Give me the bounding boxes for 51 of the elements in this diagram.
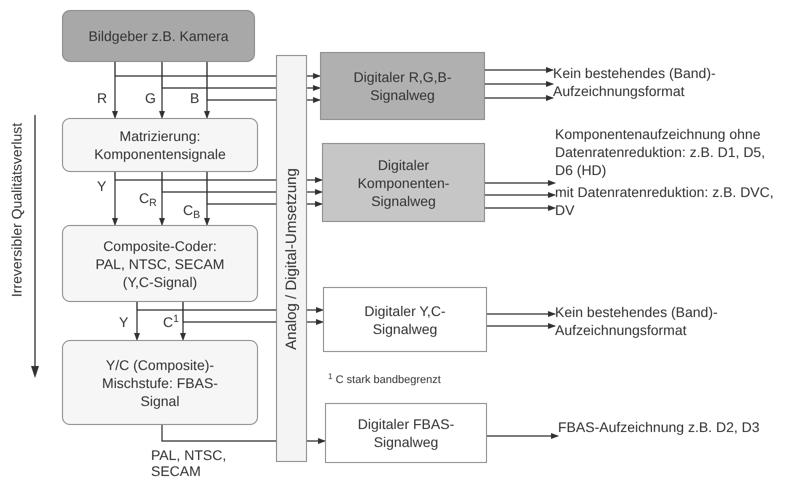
converter-bar xyxy=(276,55,307,462)
output-text: Kein bestehendes (Band)- Aufzeichnungsformat xyxy=(555,303,719,339)
process-box xyxy=(320,52,485,120)
output-text: FBAS-Aufzeichnung z.B. D2, D3 xyxy=(558,418,761,436)
connector-arrow xyxy=(485,95,554,101)
edge-label: C$^{1}$ xyxy=(162,314,180,330)
box-label: Digitaler Komponenten- Signalweg xyxy=(356,156,450,210)
edge-label: R xyxy=(96,90,108,106)
connector-arrow xyxy=(485,81,554,87)
connector-arrow xyxy=(307,201,323,207)
connector-arrow xyxy=(487,311,556,317)
output-text: Kein bestehendes (Band)- Aufzeichnungsformat xyxy=(553,64,717,100)
connector-arrow xyxy=(307,307,324,313)
box-label: Composite-Coder: PAL, NTSC, SECAM (Y,C-Signal) xyxy=(94,236,226,290)
edge-label: G xyxy=(144,90,157,106)
process-box xyxy=(325,403,487,463)
process-box xyxy=(62,10,255,62)
edge-label: Y xyxy=(118,314,130,330)
connector-arrow xyxy=(485,205,556,211)
output-text: mit Datenratenreduktion: z.B. DVC, DV xyxy=(555,183,775,219)
box-label: Digitaler Y,C-Signalweg xyxy=(363,302,447,338)
process-box xyxy=(62,118,258,172)
output-text: Komponentenaufzeichnung ohne Datenratenreduktion: z.B. D1, D5, D6 (HD) xyxy=(555,125,766,179)
connector-arrow xyxy=(307,438,326,444)
connector-arrow xyxy=(307,189,323,195)
connector-arrow xyxy=(487,433,559,439)
box-label: Digitaler R,G,B-Signalweg xyxy=(352,68,453,104)
box-label: Digitaler FBAS-Signalweg xyxy=(356,415,456,451)
box-label: Bildgeber z.B. Kamera xyxy=(88,27,229,45)
connector-arrow xyxy=(485,180,556,186)
connector-arrow xyxy=(487,323,556,329)
box-label: Matrizierung: Komponentensignale xyxy=(93,127,227,163)
connector-arrow xyxy=(307,85,321,91)
connector-arrow xyxy=(485,67,554,73)
process-box xyxy=(62,340,258,425)
connector-arrow xyxy=(307,73,321,79)
connector-arrow xyxy=(307,177,323,183)
process-box xyxy=(62,225,258,302)
footnote: $^{1}$ C stark bandbegrenzt xyxy=(328,372,441,388)
process-box xyxy=(322,143,485,222)
converter-label: Analog / Digital-Umsetzung xyxy=(281,168,300,350)
edge-label: C$_{B}$ xyxy=(182,202,202,218)
edge-label: C$_{R}$ xyxy=(138,190,158,206)
box-label: Y/C (Composite)- Mischstufe: FBAS-Signal xyxy=(101,356,219,410)
connector-arrow xyxy=(485,192,556,198)
connector-arrow xyxy=(307,319,324,325)
quality-loss-label: Irreversibler Qualitätsverlust xyxy=(8,122,26,298)
edge-label: B xyxy=(189,90,200,106)
edge-label: Y xyxy=(96,178,108,194)
connector-arrow xyxy=(307,97,321,103)
process-box xyxy=(323,287,487,352)
